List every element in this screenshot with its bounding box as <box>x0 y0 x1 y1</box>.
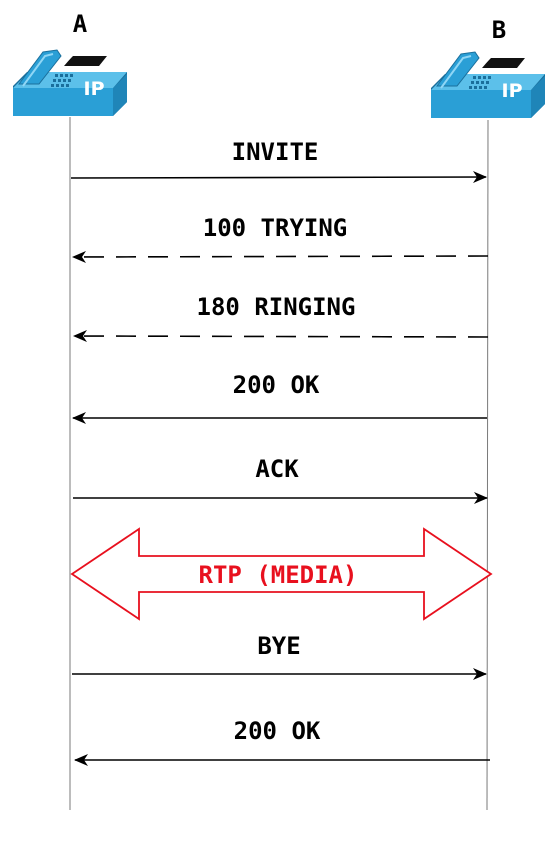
message-label: 180 RINGING <box>197 293 356 321</box>
ip-phone-icon: IP <box>12 49 128 117</box>
message-200-ok: 200 OK <box>72 371 487 424</box>
message-label: 200 OK <box>234 717 321 745</box>
rtp-media-stream: RTP (MEDIA) <box>70 527 493 621</box>
rtp-label: RTP (MEDIA) <box>199 561 358 589</box>
endpoint-a-label: A <box>73 10 88 38</box>
lifeline-b <box>486 119 489 811</box>
message-100-trying: 100 TRYING <box>72 214 489 263</box>
message-label: BYE <box>257 632 300 660</box>
message-label: 100 TRYING <box>203 214 348 242</box>
ip-phone-icon: IP <box>430 51 546 119</box>
endpoint-b-label: B <box>492 16 506 44</box>
message-arrow <box>70 171 487 184</box>
message-label: 200 OK <box>233 371 320 399</box>
message-200-ok-bye: 200 OK <box>74 717 490 766</box>
double-arrow-icon <box>70 527 493 621</box>
message-label: INVITE <box>232 138 319 166</box>
endpoint-b: B IP <box>430 16 546 119</box>
message-bye: BYE <box>72 632 487 680</box>
ip-badge-a: IP <box>84 78 105 100</box>
endpoint-a: A IP <box>12 10 128 117</box>
message-arrow <box>73 330 489 343</box>
message-label: ACK <box>255 455 299 483</box>
message-invite: INVITE <box>70 138 487 184</box>
message-arrow <box>72 250 489 263</box>
message-ack: ACK <box>73 455 488 504</box>
message-180-ringing: 180 RINGING <box>73 293 489 343</box>
ip-badge-b: IP <box>502 80 523 102</box>
